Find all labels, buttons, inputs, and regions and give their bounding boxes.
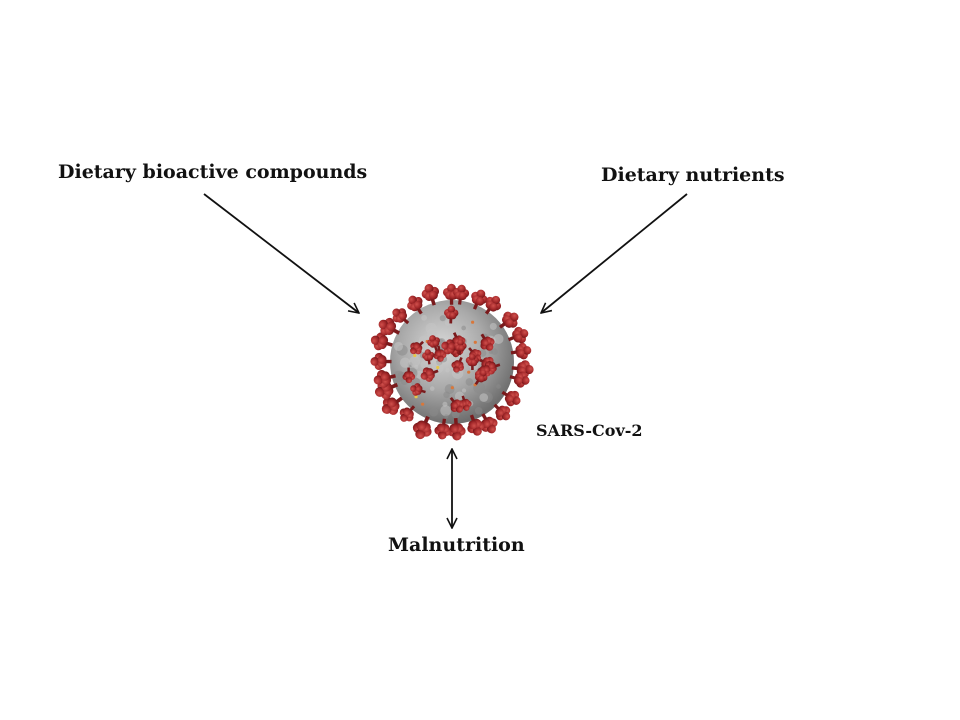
- label-dietary-bioactive-compounds: Dietary bioactive compounds: [58, 161, 368, 183]
- arrow-nutrients-to-virus: [541, 193, 688, 313]
- arrow-bioactive-to-virus: [203, 193, 359, 313]
- label-sars-cov-2: SARS-Cov-2: [536, 421, 643, 440]
- label-malnutrition: Malnutrition: [388, 534, 525, 556]
- label-dietary-nutrients: Dietary nutrients: [601, 164, 785, 186]
- sars-cov-2-virus-icon: [370, 283, 534, 441]
